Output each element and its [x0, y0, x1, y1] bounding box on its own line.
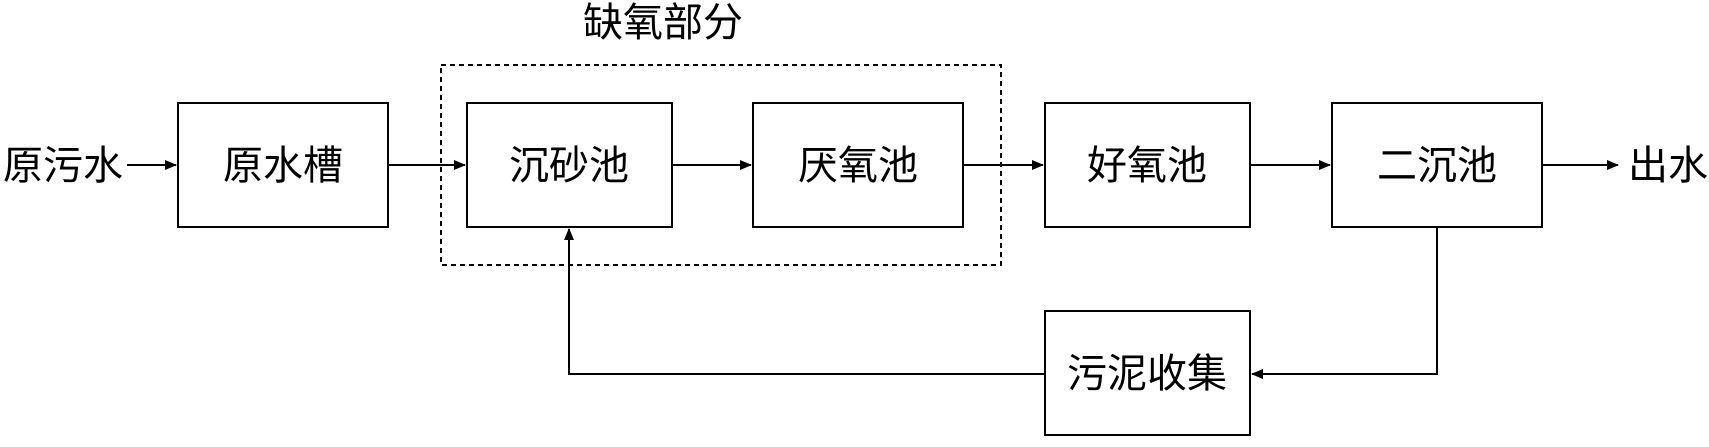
- node-grit-label: 沉砂池: [509, 143, 629, 189]
- node-sludge-label: 污泥收集: [1067, 351, 1227, 397]
- node-secondary-label: 二沉池: [1377, 143, 1497, 189]
- node-sludge: 污泥收集: [1044, 310, 1251, 436]
- node-anaerobic: 厌氧池: [752, 102, 964, 228]
- node-grit-box: [466, 102, 673, 228]
- node-anaerobic-box: [752, 102, 964, 228]
- node-sludge-box: [1044, 310, 1251, 436]
- node-raw-tank-label: 原水槽: [223, 143, 343, 189]
- edge-sludge-to-grit: [564, 228, 1045, 375]
- node-secondary: 二沉池: [1331, 102, 1543, 228]
- terminal-output-label: 出水: [1628, 143, 1708, 189]
- node-aerobic: 好氧池: [1044, 102, 1251, 228]
- node-anaerobic-label: 厌氧池: [798, 143, 918, 189]
- group-label-anoxic: 缺氧部分: [583, 0, 743, 46]
- node-aerobic-label: 好氧池: [1087, 143, 1207, 189]
- terminal-input-label: 原污水: [3, 143, 123, 189]
- edge-secondary-to-sludge: [1251, 227, 1438, 379]
- node-grit: 沉砂池: [466, 102, 673, 228]
- node-raw-tank-box: [177, 102, 389, 228]
- node-raw-tank: 原水槽: [177, 102, 389, 228]
